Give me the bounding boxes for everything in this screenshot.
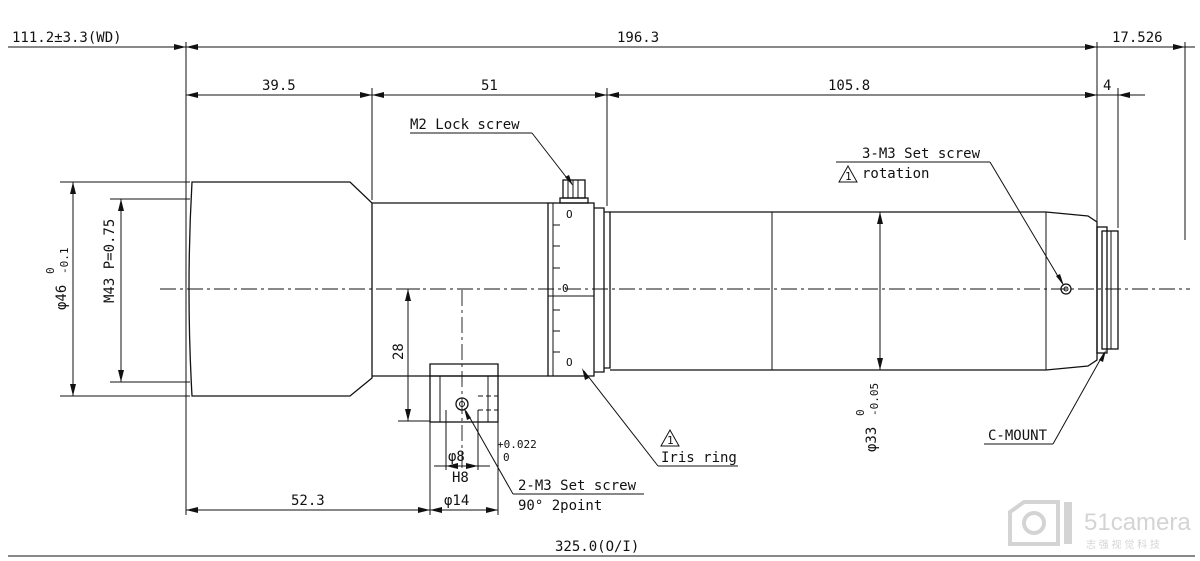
wd-dimension: 111.2±3.3(WD) (12, 30, 122, 46)
mounting-block (429, 363, 499, 423)
m2-lock-screw (559, 179, 589, 204)
oi-dimension: 325.0(O/I) (555, 539, 639, 555)
lens-body: O O 0 (188, 179, 1119, 423)
svg-text:M43 P=0.75: M43 P=0.75 (102, 219, 118, 303)
svg-text:-0.1: -0.1 (58, 248, 71, 275)
scale-mark-top: O (566, 208, 573, 221)
mount-length-dimension: 4 (1103, 78, 1111, 94)
iris-ring-ticks (553, 224, 560, 353)
body-diameter-dimension: φ33 0 -0.05 (854, 383, 881, 452)
svg-text:28: 28 (391, 343, 407, 360)
svg-text:1: 1 (667, 434, 674, 447)
pin-fit-dimension: H8 (452, 470, 469, 486)
extension-lines (60, 42, 1186, 515)
rear-section-dimension: 105.8 (828, 78, 870, 94)
c-mount-label: C-MOUNT (988, 428, 1048, 444)
warning-triangle-iris: 1 (660, 428, 680, 447)
iris-ring-label: Iris ring (661, 450, 737, 466)
pin-tolerance-upper: +0.022 (497, 438, 537, 451)
rotation-label: rotation (862, 166, 929, 182)
pin-diameter-dimension: φ8 (448, 449, 465, 465)
iris-ring (547, 202, 595, 377)
step-ring (594, 207, 605, 373)
front-to-mount-dimension: 52.3 (291, 493, 325, 509)
svg-text:φ46: φ46 (54, 285, 70, 310)
watermark-brand: 51camera (1084, 509, 1191, 536)
flange-offset-dimension: 17.526 (1112, 30, 1163, 46)
leader-lines (410, 132, 1106, 495)
svg-text:-0.05: -0.05 (868, 383, 881, 416)
scale-mark-center: 0 (562, 282, 569, 295)
svg-text:0: 0 (44, 267, 57, 274)
set-screw-2-note: 90° 2point (518, 498, 602, 514)
lock-screw-label: M2 Lock screw (410, 117, 520, 133)
front-section-dimension: 39.5 (262, 78, 296, 94)
dimension-lines (8, 44, 1195, 557)
warning-triangle-rotation: 1 (838, 164, 858, 183)
rear-barrel (610, 211, 1098, 371)
total-length-dimension: 196.3 (617, 30, 659, 46)
front-barrel (188, 181, 373, 397)
c-mount-thread (1096, 226, 1119, 354)
pin-tolerance-lower: 0 (503, 451, 510, 464)
watermark-logo: 51camera 志 强 视 觉 科 技 (1008, 500, 1191, 551)
set-screw-3-label: 3-M3 Set screw (862, 146, 981, 162)
svg-text:0: 0 (854, 409, 867, 416)
svg-text:1: 1 (845, 170, 852, 183)
watermark-tagline: 志 强 视 觉 科 技 (1086, 538, 1160, 551)
block-width-dimension: φ14 (444, 493, 469, 509)
front-diameter-dimension: φ46 0 -0.1 (44, 248, 71, 311)
mount-height-dimension: 28 (391, 343, 407, 360)
front-thread-dimension: M43 P=0.75 (102, 219, 118, 303)
svg-text:φ33: φ33 (864, 427, 880, 452)
set-screw-2-label: 2-M3 Set screw (518, 478, 637, 494)
mid-section-dimension: 51 (481, 78, 498, 94)
scale-mark-bottom: O (566, 356, 573, 369)
